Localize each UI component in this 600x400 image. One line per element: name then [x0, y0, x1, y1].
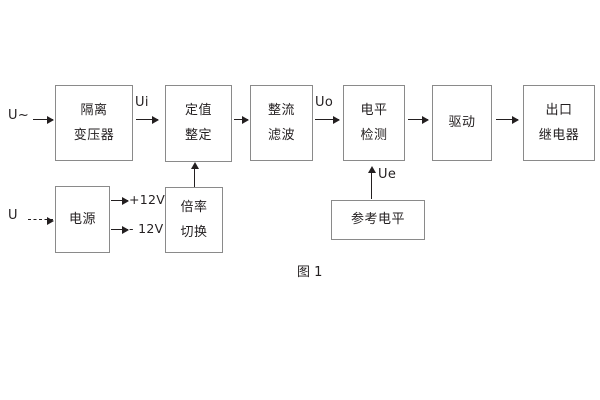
- arrow-drive-to-output-relay: [496, 115, 519, 124]
- block-output-relay: 出口 继电器: [523, 85, 595, 161]
- arrow-isolation-transformer-to-setting-value: [136, 115, 159, 124]
- arrow-reference-level-to-level-detection: [367, 166, 376, 199]
- block-rectify-filter-line-1: 整流: [267, 102, 295, 118]
- block-rectify-filter: 整流 滤波: [250, 85, 313, 161]
- block-drive: 驱动: [432, 85, 492, 161]
- block-multiplier-switch: 倍率 切换: [165, 187, 223, 253]
- block-isolation-transformer-line-2: 变压器: [73, 127, 115, 143]
- signal-label-ui: Ui: [135, 95, 149, 110]
- block-drive-line-1: 驱动: [448, 115, 476, 131]
- arrow-rail-positive: [111, 196, 129, 205]
- signal-label-uo: Uo: [315, 95, 334, 110]
- block-reference-level-line-1: 参考电平: [350, 212, 405, 228]
- block-setting-value: 定值 整定: [165, 85, 232, 162]
- arrow-rail-negative: [111, 225, 129, 234]
- input-label-ac: U~: [8, 108, 30, 123]
- arrow-rectify-filter-to-level-detection: [315, 115, 340, 124]
- block-rectify-filter-line-2: 滤波: [267, 127, 295, 143]
- block-output-relay-line-2: 继电器: [538, 127, 580, 143]
- block-level-detection: 电平 检测: [343, 85, 405, 161]
- input-label-dc: U: [8, 208, 18, 223]
- block-isolation-transformer: 隔离 变压器: [55, 85, 133, 161]
- block-level-detection-line-1: 电平: [360, 102, 388, 118]
- block-power-supply-line-1: 电源: [68, 211, 96, 227]
- arrow-level-detection-to-drive: [408, 115, 429, 124]
- block-setting-value-line-2: 整定: [184, 128, 212, 143]
- block-power-supply: 电源: [55, 186, 110, 253]
- block-reference-level: 参考电平: [331, 200, 425, 240]
- block-level-detection-line-2: 检测: [360, 127, 388, 143]
- block-output-relay-line-1: 出口: [545, 102, 573, 118]
- block-multiplier-switch-line-1: 倍率: [180, 199, 208, 215]
- figure-caption: 图 1: [297, 265, 323, 280]
- arrow-multiplier-switch-to-setting-value: [190, 162, 199, 187]
- block-setting-value-line-1: 定值: [184, 103, 212, 119]
- arrow-setting-value-to-rectify-filter: [234, 115, 249, 124]
- supply-rail-positive-label: +12V: [129, 192, 166, 207]
- block-multiplier-switch-line-2: 切换: [180, 224, 208, 240]
- arrow-ac-input-to-isolation-transformer: [33, 115, 54, 124]
- arrow-dc-input-to-power-supply: [28, 216, 54, 225]
- block-isolation-transformer-line-1: 隔离: [80, 102, 108, 118]
- supply-rail-negative-label: - 12V: [129, 221, 164, 236]
- signal-label-ue: Ue: [378, 167, 397, 182]
